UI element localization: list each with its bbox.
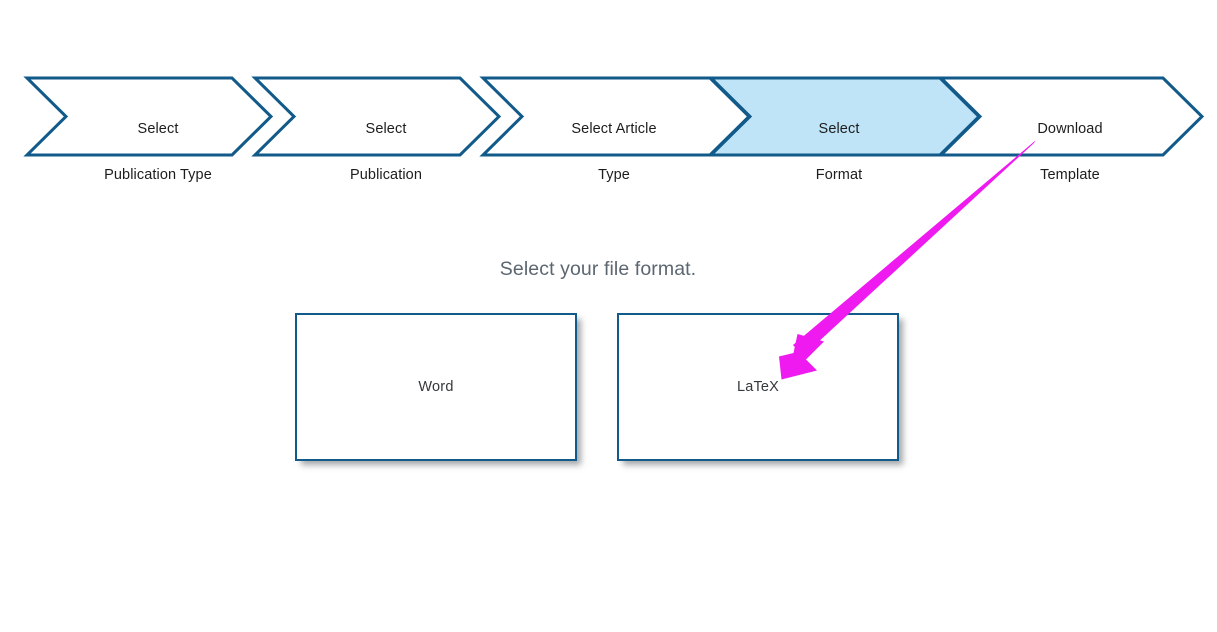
step-label-line2: Publication Type (104, 167, 212, 183)
step-label-line2: Template (1040, 167, 1100, 183)
step-label-line2: Format (815, 167, 863, 183)
wizard-step-select-publication[interactable] (251, 76, 502, 157)
format-option-word-label: Word (418, 379, 454, 395)
wizard-step-select-article-type[interactable] (479, 76, 752, 157)
format-option-word[interactable]: Word (295, 313, 577, 461)
wizard-step-download-template[interactable] (937, 76, 1205, 157)
wizard-step-select-format[interactable] (707, 76, 982, 157)
step-label-line2: Publication (349, 167, 423, 183)
step-label-line2: Type (598, 167, 630, 183)
wizard-step-select-publication-type[interactable] (23, 76, 274, 157)
format-option-latex-label: LaTeX (736, 379, 780, 395)
format-prompt-text: Select your file format. (499, 258, 697, 280)
format-option-latex[interactable]: LaTeX (617, 313, 899, 461)
